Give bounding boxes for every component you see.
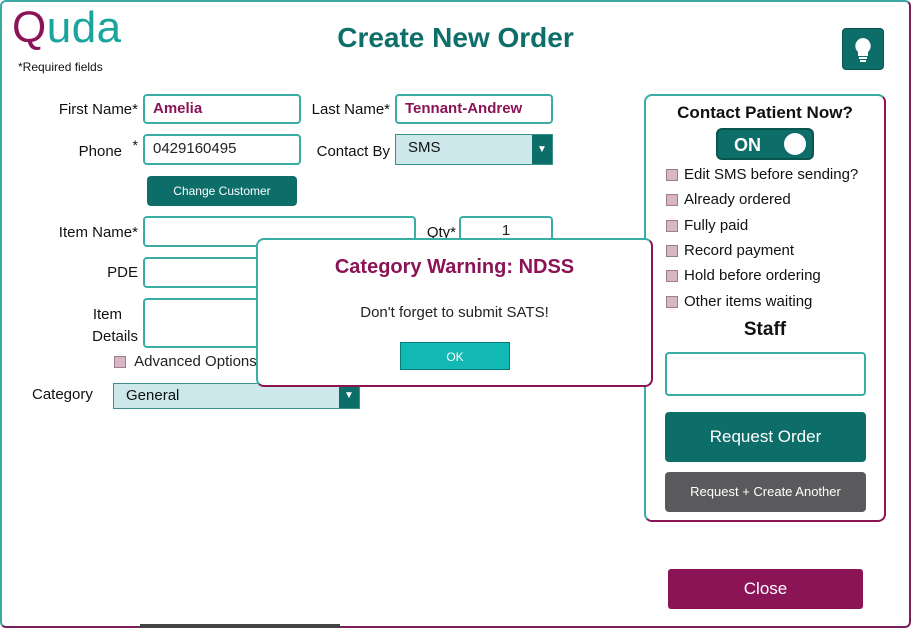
staff-label: Staff xyxy=(743,319,787,340)
checkbox-icon[interactable] xyxy=(666,270,678,283)
checkbox-icon[interactable] xyxy=(666,220,678,233)
advanced-options-label: Advanced Options xyxy=(134,353,257,370)
qty-label: Qty* xyxy=(426,224,456,241)
last-name-label: Last Name* xyxy=(311,101,390,118)
page-title: Create New Order xyxy=(337,22,574,53)
contact-by-label: Contact By xyxy=(316,143,390,160)
item-details-label-line2: Details xyxy=(92,328,138,345)
dialog-message: Don't forget to submit SATS! xyxy=(360,304,549,321)
tip-button[interactable] xyxy=(842,28,884,70)
category-value: General xyxy=(126,387,180,404)
checkbox-icon[interactable] xyxy=(666,245,678,258)
checkbox-icon[interactable] xyxy=(666,194,678,207)
toggle-state-label: ON xyxy=(734,135,761,155)
item-details-label-line1: Item xyxy=(92,306,122,323)
chevron-down-icon: ▼ xyxy=(532,135,552,164)
required-fields-note: *Required fields xyxy=(18,60,103,74)
phone-input[interactable]: 0429160495 xyxy=(143,134,301,165)
change-customer-button[interactable]: Change Customer xyxy=(147,176,297,206)
lightbulb-icon xyxy=(855,38,871,62)
first-name-input[interactable]: Amelia xyxy=(143,94,301,124)
dialog-ok-button[interactable]: OK xyxy=(400,342,510,370)
logo-text: uda xyxy=(46,3,122,52)
option-label: Record payment xyxy=(684,242,795,259)
quda-logo: Quda xyxy=(12,6,122,50)
option-other-items-waiting[interactable]: Other items waiting xyxy=(666,293,812,310)
option-label: Hold before ordering xyxy=(684,267,821,284)
option-already-ordered[interactable]: Already ordered xyxy=(666,191,791,208)
item-name-label: Item Name* xyxy=(58,224,138,241)
option-fully-paid[interactable]: Fully paid xyxy=(666,217,748,234)
phone-label: Phone xyxy=(78,143,122,160)
request-create-another-button[interactable]: Request + Create Another xyxy=(665,472,866,512)
staff-input[interactable] xyxy=(665,352,866,396)
option-record-payment[interactable]: Record payment xyxy=(666,242,794,259)
chevron-down-icon: ▼ xyxy=(339,384,359,408)
category-label: Category xyxy=(32,386,93,403)
background-window-edge xyxy=(140,624,340,628)
checkbox-icon[interactable] xyxy=(666,296,678,309)
option-label: Other items waiting xyxy=(684,293,813,310)
first-name-label: First Name* xyxy=(58,101,138,118)
contact-patient-heading: Contact Patient Now? xyxy=(677,103,853,122)
request-order-button[interactable]: Request Order xyxy=(665,412,866,462)
contact-by-value: SMS xyxy=(408,139,441,156)
close-button[interactable]: Close xyxy=(668,569,863,609)
advanced-options-box[interactable] xyxy=(114,356,126,369)
dialog-title: Category Warning: NDSS xyxy=(334,256,575,278)
toggle-knob xyxy=(784,133,806,155)
contact-by-select[interactable]: SMS ▼ xyxy=(395,134,553,165)
option-label: Fully paid xyxy=(684,217,749,234)
option-label: Already ordered xyxy=(684,191,791,208)
checkbox-icon[interactable] xyxy=(666,169,678,182)
option-edit-sms[interactable]: Edit SMS before sending? xyxy=(666,166,858,183)
category-select[interactable]: General ▼ xyxy=(113,383,360,409)
last-name-input[interactable]: Tennant-Andrew xyxy=(395,94,553,124)
option-hold-before-ordering[interactable]: Hold before ordering xyxy=(666,267,821,284)
pde-label: PDE xyxy=(107,264,138,281)
option-label: Edit SMS before sending? xyxy=(684,166,859,183)
phone-required-star: * xyxy=(132,137,138,153)
contact-patient-toggle[interactable]: ON xyxy=(716,128,814,160)
advanced-options-checkbox[interactable]: Advanced Options xyxy=(114,353,257,370)
logo-letter: Q xyxy=(12,3,47,52)
